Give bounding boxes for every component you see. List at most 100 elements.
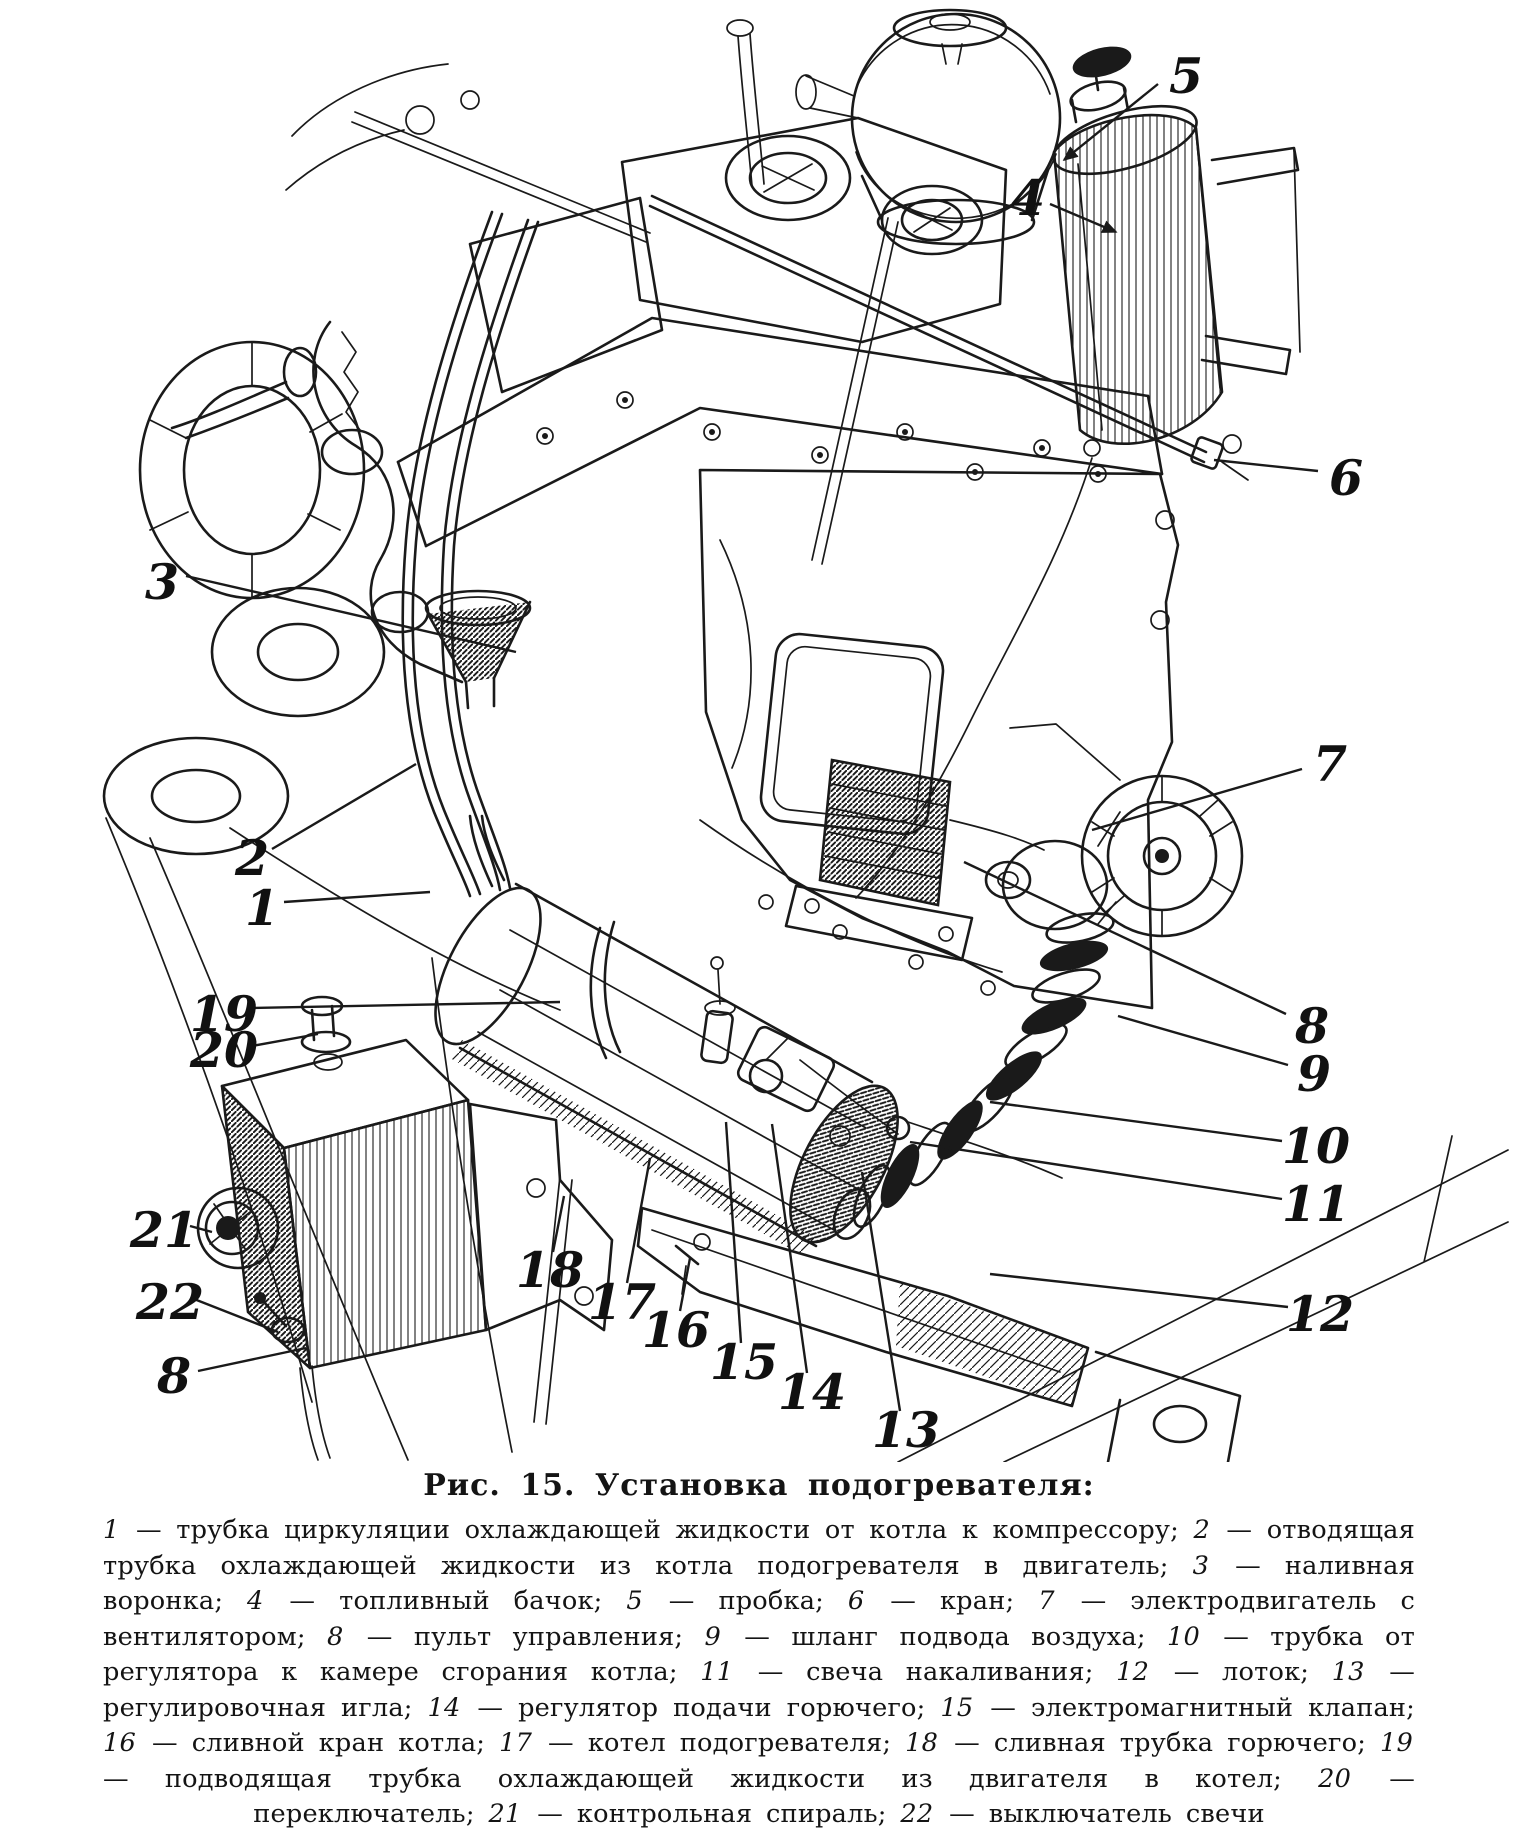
callout-leader-line	[989, 1272, 1289, 1309]
legend-item-number: 13	[1331, 1657, 1365, 1687]
callout-2: 2	[234, 762, 417, 887]
fuel-drain-tube-drawing	[533, 1175, 573, 1425]
callout-number: 3	[145, 553, 179, 611]
callout-leader-line	[625, 1157, 652, 1284]
relay-box-drawing	[784, 758, 1045, 962]
electric-motor-drawing	[984, 723, 1244, 938]
air-cleaner-drawing	[795, 8, 1062, 565]
callout-leader-line	[189, 1224, 213, 1234]
callout-9: 9	[1117, 1014, 1331, 1103]
callout-number: 12	[1286, 1285, 1354, 1343]
tap-and-rod-drawing	[648, 194, 1249, 481]
callout-number: 8	[156, 1347, 191, 1405]
callout-14: 14	[770, 1123, 846, 1421]
legend-item-number: 10	[1166, 1621, 1200, 1652]
legend-item-16: 16 — сливной кран котла;	[103, 1728, 500, 1758]
legend-item-15: 15 — электромагнитный клапан;	[940, 1692, 1415, 1723]
callout-number: 2	[234, 829, 269, 887]
legend-item-6: 6 — кран;	[847, 1586, 1039, 1616]
callout-leader-line	[271, 762, 417, 851]
legend-item-number: 18	[905, 1728, 939, 1758]
tray-drawing	[636, 1135, 1509, 1462]
callout-13: 13	[860, 1171, 940, 1459]
callout-leader-line	[678, 1257, 692, 1312]
callout-number: 13	[872, 1401, 940, 1459]
callout-leader-line	[251, 1032, 319, 1048]
legend-item-number: 20	[1318, 1763, 1352, 1794]
legend-item-1: 1 — трубка циркуляции охлаждающей жидкос…	[103, 1515, 1194, 1545]
air-hose-drawing	[832, 912, 1115, 1240]
glow-plug-drawing	[885, 1115, 1063, 1179]
callout-number: 8	[1294, 997, 1329, 1055]
callout-number: 1	[245, 879, 279, 937]
callout-number: 6	[1329, 449, 1363, 507]
legend-item-number: 2	[1193, 1515, 1210, 1545]
callout-leader-line	[770, 1123, 809, 1374]
callout-leader-line	[860, 1171, 902, 1412]
callout-leader-line	[724, 1121, 743, 1344]
legend-item-number: 3	[1192, 1550, 1210, 1581]
legend-item-12: 12 — лоток;	[1116, 1657, 1332, 1687]
callout-number: 19	[190, 985, 258, 1043]
solenoid-valve-drawing	[700, 956, 736, 1065]
callout-number: 7	[1313, 735, 1347, 793]
callout-10: 10	[989, 1100, 1350, 1175]
callout-leader-line	[1062, 83, 1159, 162]
callout-8-right: 8	[963, 860, 1329, 1055]
callout-number: 4	[1011, 169, 1045, 227]
callout-4: 4	[1011, 169, 1118, 234]
engine-front-accessories-drawing	[102, 63, 480, 856]
callout-number: 21	[129, 1201, 198, 1259]
legend-item-19: 19 — подводящая трубка охлаждающей жидко…	[103, 1728, 1414, 1794]
legend-item-number: 4	[247, 1586, 264, 1616]
legend-item-number: 6	[847, 1586, 865, 1616]
control-box-drawing	[196, 995, 614, 1461]
coolant-tubes-drawing	[401, 210, 540, 898]
legend-item-number: 11	[700, 1657, 734, 1687]
callout-leader-line	[1213, 458, 1319, 473]
legend-item-18: 18 — сливная трубка горючего;	[905, 1728, 1381, 1758]
legend-item-number: 5	[626, 1586, 643, 1616]
callout-number: 15	[710, 1333, 778, 1391]
callout-leader-line	[1091, 767, 1303, 832]
legend-item-number: 17	[499, 1728, 533, 1758]
legend-text: 1 — трубка циркуляции охлаждающей жидкос…	[103, 1513, 1415, 1833]
legend-item-2: 2 — отводящая трубка охлаждающей жидкост…	[103, 1515, 1415, 1581]
funnel-drawing	[424, 589, 532, 627]
callout-leader-line	[185, 574, 517, 654]
legend-item-13: 13 — регулировочная игла;	[103, 1657, 1416, 1723]
callout-number: 11	[1282, 1175, 1350, 1233]
callout-number: 18	[516, 1241, 584, 1299]
legend-item-3: 3 — наливная воронка;	[103, 1550, 1415, 1617]
legend-item-5: 5 — пробка;	[626, 1586, 848, 1616]
callout-21: 21	[129, 1201, 213, 1259]
legend-item-21: 21 — контрольная спираль;	[488, 1799, 901, 1829]
fuel-regulator-drawing	[736, 1025, 851, 1147]
callout-17: 17	[588, 1157, 656, 1331]
regulator-tube-drawing	[799, 1059, 899, 1135]
callout-leader-line	[1049, 202, 1118, 234]
adjusting-needle-drawing	[829, 1125, 851, 1147]
callout-leader-line	[909, 1140, 1283, 1201]
legend-item-14: 14 — регулятор подачи горючего;	[427, 1692, 941, 1723]
figure-caption-block: Рис. 15. Установка подогревателя: 1 — тр…	[0, 1468, 1518, 1833]
callout-leader-line	[963, 860, 1287, 1016]
legend-item-11: 11 — свеча накаливания;	[700, 1657, 1117, 1687]
legend-item-9: 9 — шланг подвода воздуха;	[704, 1621, 1167, 1652]
callout-number: 14	[778, 1363, 846, 1421]
callout-number: 5	[1169, 47, 1203, 105]
legend-item-number: 9	[704, 1621, 722, 1652]
callout-15: 15	[710, 1121, 778, 1391]
callout-leader-line	[1117, 1014, 1289, 1067]
legend-item-22: 22 — выключатель свечи	[900, 1799, 1265, 1829]
legend-item-number: 1	[103, 1515, 120, 1545]
callout-leader-line	[283, 890, 431, 904]
legend-item-number: 12	[1116, 1657, 1150, 1687]
callout-number: 10	[1282, 1117, 1350, 1175]
callout-number: 20	[189, 1021, 258, 1079]
callout-22: 22	[135, 1273, 279, 1334]
